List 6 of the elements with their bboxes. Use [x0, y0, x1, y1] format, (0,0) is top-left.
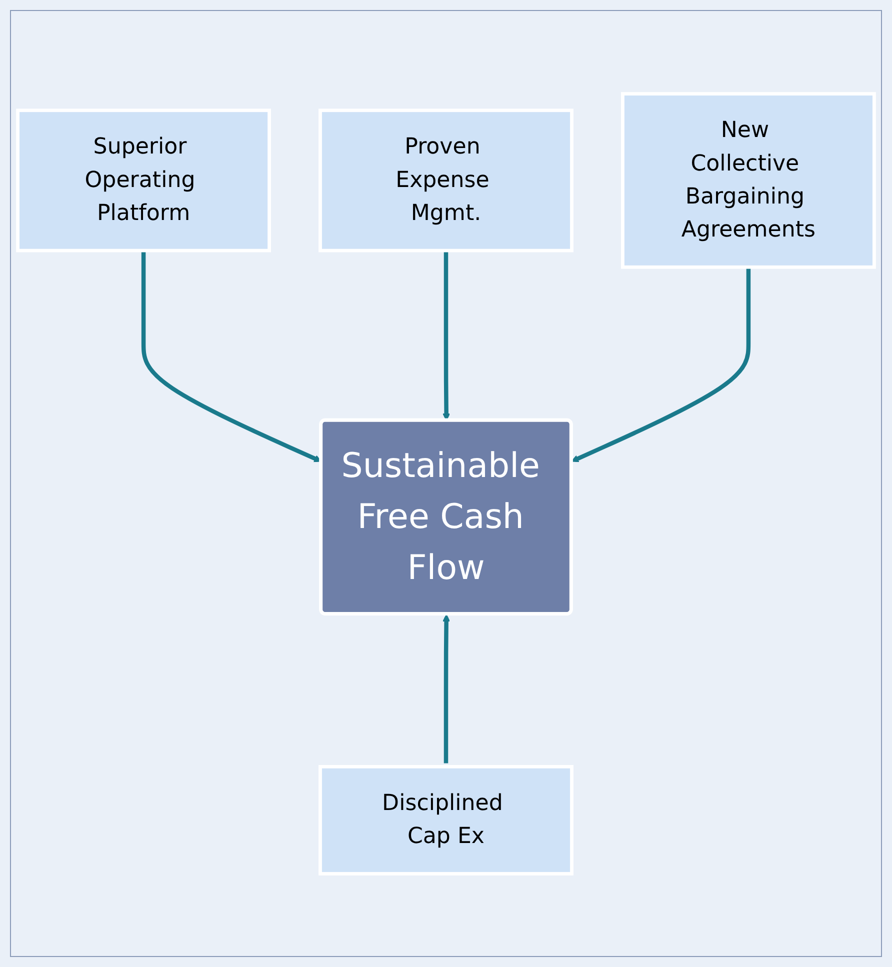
node-box: New Collective Bargaining Agreements: [621, 92, 876, 269]
node-box: Proven Expense Mgmt.: [318, 108, 574, 252]
node-box: Disciplined Cap Ex: [318, 764, 574, 876]
arrow: [442, 614, 450, 764]
arrow: [571, 266, 751, 462]
node-box: Superior Operating Platform: [16, 108, 271, 252]
